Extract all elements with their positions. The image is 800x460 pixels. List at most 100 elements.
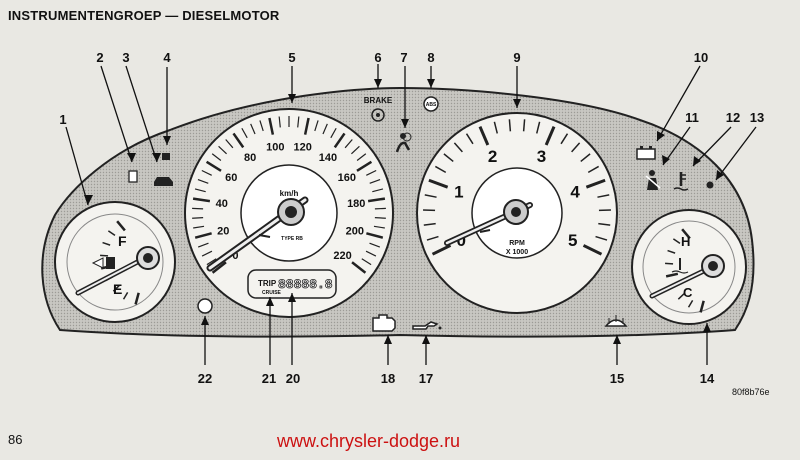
tach-tick (443, 153, 454, 163)
tach-tick (595, 235, 608, 241)
speed-tick-label: 140 (319, 152, 337, 164)
website-url[interactable]: www.chrysler-dodge.ru (277, 431, 461, 451)
tach-tick-label: 2 (488, 147, 497, 166)
tach-tick-label: 0 (457, 231, 466, 250)
speed-tick (205, 160, 222, 172)
speed-tick (356, 153, 367, 161)
speed-tick (225, 139, 234, 149)
speed-tick (192, 197, 211, 203)
tach-tick (535, 121, 541, 134)
speed-tick (232, 132, 245, 149)
tach-tick (582, 244, 603, 256)
brake-warning: BRAKE (364, 96, 393, 122)
callout-3: 3 (122, 50, 129, 65)
fuel-gauge: F E (54, 201, 176, 323)
tach-tick-label: 1 (454, 182, 463, 201)
callout-8: 8 (427, 50, 434, 65)
speed-tick-label: 120 (294, 141, 312, 153)
speed-tick (192, 217, 204, 219)
speed-tick-label: 60 (225, 172, 237, 184)
speed-tick-label: 100 (266, 141, 284, 153)
door-ajar-icon (154, 177, 173, 186)
speed-tick (303, 117, 310, 135)
battery-icon (636, 146, 656, 160)
speed-tick (218, 145, 227, 155)
callout-9: 9 (513, 50, 520, 65)
coolant-temp-icon (673, 172, 689, 191)
odometer: TRIP CRUISE 88888.8 (247, 269, 337, 299)
tach-tick (426, 235, 439, 241)
speed-tick (322, 123, 328, 135)
gauge-tick (667, 249, 676, 254)
tach-tick-label: 5 (568, 231, 577, 250)
callout-2: 2 (96, 50, 103, 65)
speed-tick (372, 188, 384, 193)
speed-tick (297, 116, 300, 128)
speed-tick (194, 188, 206, 193)
callout-6: 6 (374, 50, 381, 65)
speed-tick (367, 197, 386, 203)
gauge-tick (677, 293, 685, 300)
thermometer-icon (671, 258, 689, 274)
gauge-tick (112, 285, 120, 292)
gauge-tick (122, 292, 129, 300)
callout-11: 11 (685, 110, 699, 125)
indicator-dot-13 (706, 181, 714, 189)
temp-cold-label: C (683, 285, 693, 300)
tach-tick (434, 165, 447, 174)
speed-tick (374, 217, 386, 219)
fuel-empty-label: E (113, 281, 122, 297)
callout-14: 14 (700, 371, 715, 386)
airbag-icon (395, 132, 412, 153)
speed-tick (197, 242, 209, 248)
speed-tick-label: 20 (217, 225, 229, 237)
gauge-tick (116, 220, 126, 232)
tach-tick (453, 142, 463, 153)
callout-1: 1 (59, 112, 66, 127)
tach-tick (587, 165, 600, 174)
callout-5: 5 (288, 50, 295, 65)
oil-pressure-icon (412, 321, 442, 330)
speed-tick (259, 120, 264, 132)
page-number: 86 (8, 432, 23, 447)
speed-tick (373, 225, 385, 229)
gauge-tick (134, 292, 140, 305)
fuel-full-label: F (118, 233, 127, 249)
callout-15: 15 (610, 371, 624, 386)
cruise-label: CRUISE (262, 290, 282, 296)
tach-tick (522, 119, 526, 132)
speed-tick (197, 178, 209, 184)
tach-tick (544, 126, 556, 146)
gauge-tick (681, 228, 691, 240)
speed-tick-label: 0 (232, 250, 238, 262)
speed-tick (366, 169, 377, 176)
gauge-tick (107, 230, 116, 237)
speed-unit-label: km/h (280, 189, 299, 198)
speed-tick (201, 169, 212, 176)
callout-13: 13 (750, 110, 764, 125)
speed-tick-label: 180 (347, 198, 365, 210)
speed-tick-label: 200 (346, 225, 364, 237)
tach-tick (424, 194, 437, 198)
gauge-tick (687, 300, 694, 308)
tach-unit2-label: X 1000 (506, 249, 528, 256)
tach-tick (585, 178, 606, 189)
tach-tick (598, 222, 611, 226)
callout-20: 20 (286, 371, 300, 386)
speed-tick (193, 225, 205, 229)
tach-tick (560, 133, 569, 145)
speed-tick (211, 261, 227, 274)
trunk-ajar-icon (162, 153, 170, 160)
speed-tick (344, 139, 353, 149)
callout-10: 10 (694, 50, 708, 65)
gauge-tick (672, 238, 681, 245)
page-title: INSTRUMENTENGROEP — DIESELMOTOR (8, 8, 280, 23)
speed-tick (351, 145, 360, 155)
figure-reference: 80f8b76e (732, 387, 770, 397)
fuel-pump-icon (91, 257, 115, 269)
tach-tick (465, 133, 474, 145)
seatbelt-icon (645, 170, 661, 190)
speed-tick (194, 232, 212, 239)
callout-18: 18 (381, 371, 395, 386)
